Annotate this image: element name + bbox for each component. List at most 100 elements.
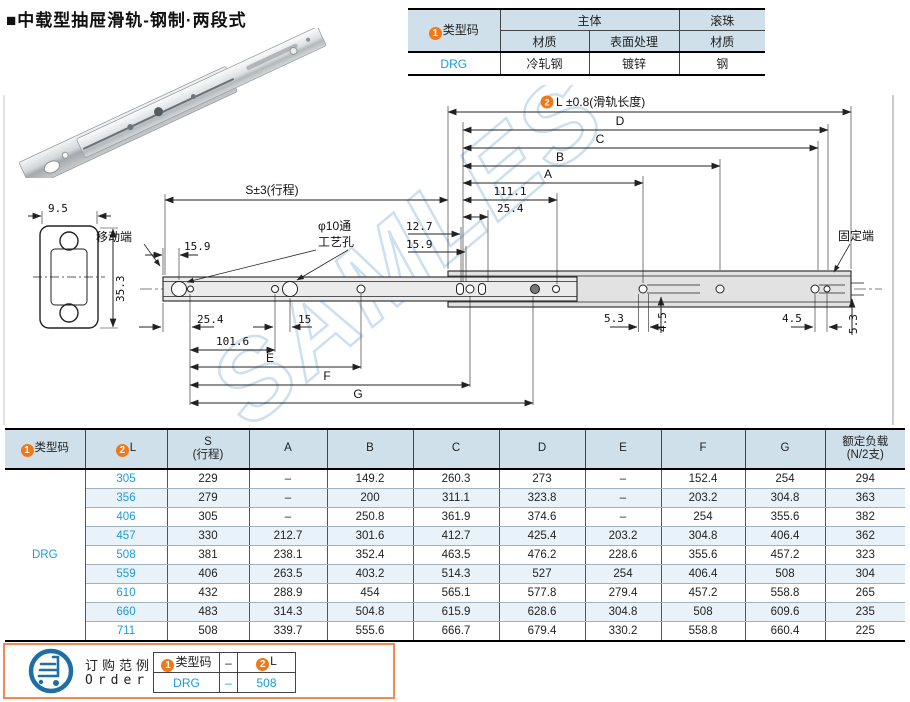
cell-d: 577.8 [498, 583, 586, 603]
l-value[interactable]: 559 [85, 564, 168, 584]
header-s: S(行程) [166, 428, 250, 470]
cell-load: 382 [824, 507, 905, 527]
cell-d: 527 [498, 564, 586, 584]
cell-f: 203.2 [660, 488, 746, 508]
spec-ball-material: 钢 [678, 51, 765, 76]
cell-e: – [584, 488, 662, 508]
header-g: G [744, 428, 826, 470]
dim-159-right: 15.9 [406, 238, 433, 251]
circled-1-badge: 1 [161, 659, 175, 672]
cell-f: 558.8 [660, 621, 746, 642]
cell-c: 361.9 [412, 507, 500, 527]
spec-type-code[interactable]: DRG [408, 51, 501, 76]
svg-text:±0.8(滑轨长度): ±0.8(滑轨长度) [566, 94, 645, 109]
l-value[interactable]: 406 [85, 507, 168, 527]
order-label-en: Order [85, 673, 150, 688]
dim-section-width: 9.5 [48, 202, 68, 215]
cell-s: 330 [166, 526, 250, 546]
cell-f: 304.8 [660, 526, 746, 546]
cell-f: 508 [660, 602, 746, 622]
cell-d: 323.8 [498, 488, 586, 508]
circled-2-badge: 2 [256, 658, 270, 671]
type-code-cell[interactable]: DRG [5, 469, 86, 641]
cell-b: 352.4 [326, 545, 414, 565]
table-row: 457 330 212.7 301.6 412.7 425.4 203.2 30… [5, 526, 905, 546]
circled-2-badge: 2 [115, 443, 129, 457]
table-row: 660 483 314.3 504.8 615.9 628.6 304.8 50… [5, 602, 905, 622]
dim-254-bottom: 25.4 [197, 313, 224, 326]
l-value[interactable]: 660 [85, 602, 168, 622]
cell-load: 362 [824, 526, 905, 546]
product-photo [19, 28, 327, 178]
cell-a: – [248, 507, 328, 527]
dim-F: F [323, 369, 330, 383]
cell-b: 454 [326, 583, 414, 603]
cell-c: 412.7 [412, 526, 500, 546]
header-a: A [248, 428, 328, 470]
slide-rail-photo [19, 28, 327, 178]
l-value[interactable]: 610 [85, 583, 168, 603]
l-value[interactable]: 457 [85, 526, 168, 546]
dim-53-left: 5.3 [604, 312, 624, 325]
cell-load: 323 [824, 545, 905, 565]
table-row: 406 305 – 250.8 361.9 374.6 – 254 355.6 … [5, 507, 905, 527]
cell-c: 463.5 [412, 545, 500, 565]
circled-1-badge: 1 [20, 443, 34, 457]
dim-127: 12.7 [406, 220, 433, 233]
cell-g: 254 [744, 468, 826, 489]
dim-B: B [556, 150, 564, 164]
order-value-typecode: DRG [153, 672, 220, 693]
dim-45-right: 4.5 [782, 312, 802, 325]
table-row: 610 432 288.9 454 565.1 577.8 279.4 457.… [5, 583, 905, 603]
cell-e: 330.2 [584, 621, 662, 642]
spec-surface: 镀锌 [588, 51, 680, 76]
cell-d: 425.4 [498, 526, 586, 546]
dim-E: E [266, 351, 274, 365]
cell-f: 406.4 [660, 564, 746, 584]
table-row: DRG 305 229 – 149.2 260.3 273 – 152.4 25… [5, 468, 905, 641]
cell-s: 279 [166, 488, 250, 508]
cell-b: 250.8 [326, 507, 414, 527]
cell-d: 273 [498, 468, 586, 489]
cell-a: 263.5 [248, 564, 328, 584]
cell-c: 514.3 [412, 564, 500, 584]
l-value[interactable]: 305 [84, 468, 168, 489]
cell-b: 200 [326, 488, 414, 508]
cell-b: 504.8 [326, 602, 414, 622]
l-value[interactable]: 711 [85, 621, 168, 642]
page-title: ■中载型抽屉滑轨-钢制·两段式 [6, 11, 247, 30]
cell-g: 508 [744, 564, 826, 584]
cell-s: 508 [166, 621, 250, 642]
header-b: B [326, 428, 414, 470]
spec-header-ball: 滚珠 [678, 8, 765, 31]
order-header-dash: – [219, 652, 238, 673]
cell-a: 212.7 [248, 526, 328, 546]
circled-1-badge: 1 [428, 27, 442, 40]
cell-load: 235 [824, 602, 905, 622]
cell-e: 254 [584, 564, 662, 584]
cell-d: 628.6 [498, 602, 586, 622]
l-value[interactable]: 508 [85, 545, 168, 565]
dim-A: A [544, 167, 552, 181]
cell-g: 304.8 [744, 488, 826, 508]
cell-f: 355.6 [660, 545, 746, 565]
dim-D: D [616, 114, 625, 128]
hole-note-line1: φ10通 [318, 219, 351, 233]
dim-53-right: 5.3 [847, 314, 860, 334]
cell-s: 381 [166, 545, 250, 565]
dim-15: 15 [298, 313, 311, 326]
cell-g: 558.8 [744, 583, 826, 603]
cell-c: 565.1 [412, 583, 500, 603]
cell-s: 406 [166, 564, 250, 584]
table-row: 559 406 263.5 403.2 514.3 527 254 406.4 … [5, 564, 905, 584]
cell-load: 225 [824, 621, 905, 642]
cell-e: 203.2 [584, 526, 662, 546]
cell-a: 314.3 [248, 602, 328, 622]
table-row: 711 508 339.7 555.6 666.7 679.4 330.2 55… [5, 621, 905, 642]
l-value[interactable]: 356 [85, 488, 168, 508]
